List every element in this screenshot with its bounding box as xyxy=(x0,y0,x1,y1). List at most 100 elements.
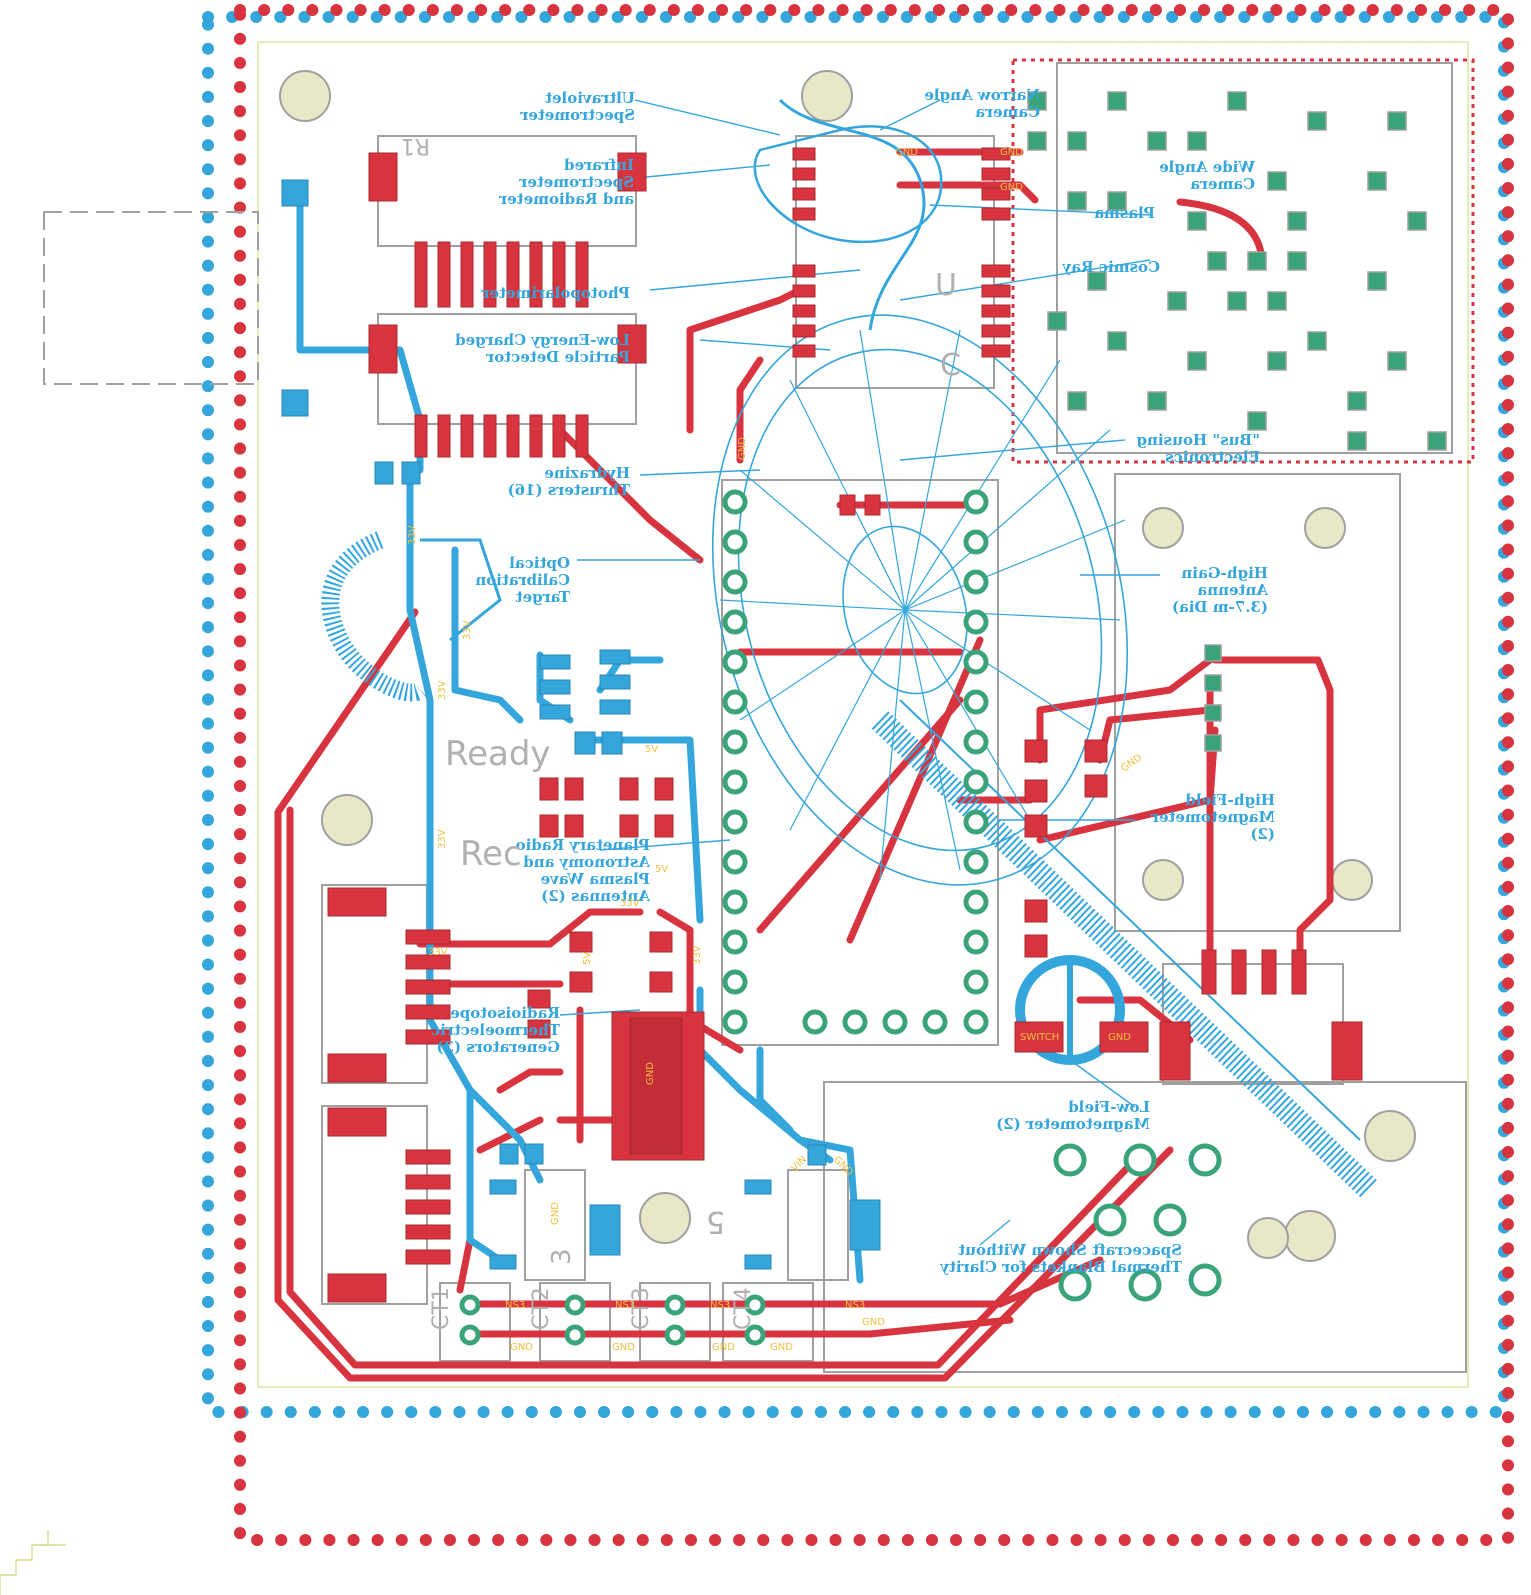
smd-pad xyxy=(405,1004,451,1020)
smd-pad xyxy=(327,1273,387,1303)
net-gnd: GND xyxy=(612,1342,635,1353)
header-pin xyxy=(1123,1143,1157,1177)
smd-pad xyxy=(792,324,816,338)
camera-pad xyxy=(1204,704,1222,722)
smd-pad xyxy=(649,931,673,953)
silk-label-line: Cosmic Ray xyxy=(1061,258,1160,276)
net-5v: 5V xyxy=(655,864,668,875)
silk-label-line: Optical xyxy=(509,554,570,572)
smd-pad xyxy=(483,414,497,458)
refdes-ct1: CT1 xyxy=(429,1287,454,1330)
smd-pad xyxy=(405,929,451,945)
camera-pad xyxy=(1107,331,1127,351)
smd-pad xyxy=(374,461,394,485)
camera-pad xyxy=(1067,191,1087,211)
smd-pad xyxy=(405,1174,451,1190)
net-ns3: NS3 xyxy=(710,1300,730,1311)
label-cosmic-ray: Cosmic Ray xyxy=(1061,258,1160,276)
net-33v: 33V xyxy=(620,898,640,909)
net-gnd: GND xyxy=(1000,147,1023,158)
smd-pad xyxy=(529,241,543,308)
net-gnd: GND xyxy=(1108,1032,1131,1043)
smd-pad xyxy=(981,187,1011,201)
net-ns3: NS3 xyxy=(505,1300,525,1311)
smd-pad xyxy=(401,461,421,485)
silk-label-line: Photopolarimeter xyxy=(480,284,630,302)
net-gnd: GND xyxy=(712,1342,735,1353)
smd-pad xyxy=(981,284,1011,298)
silk-label-line: Infrared xyxy=(564,156,634,174)
smd-pad xyxy=(539,654,571,670)
camera-pad xyxy=(1387,351,1407,371)
net-vin: VIN xyxy=(789,1154,809,1174)
camera-pad xyxy=(1147,391,1167,411)
smd-pad xyxy=(744,1179,772,1195)
smd-pad xyxy=(527,989,551,1009)
smd-pad xyxy=(1024,814,1048,838)
header-pin xyxy=(459,1294,481,1316)
smd-pad xyxy=(617,152,647,192)
header-pins xyxy=(459,489,1222,1346)
boom xyxy=(778,98,926,331)
smd-pad xyxy=(981,147,1011,161)
refdes-rec: Rec xyxy=(460,834,522,874)
smd-pad xyxy=(792,304,816,318)
silk-label-line: Camera xyxy=(1190,175,1255,193)
silk-label-line: Wide Angle xyxy=(1159,158,1256,176)
smd-pad xyxy=(619,814,639,838)
antenna-ribs xyxy=(719,329,1126,881)
header-pin xyxy=(842,1009,868,1035)
camera-pad xyxy=(1387,111,1407,131)
camera-pad xyxy=(1407,211,1427,231)
smd-pad xyxy=(405,1149,451,1165)
silk-label-line: Antennas (2) xyxy=(541,887,651,905)
mount-hole xyxy=(801,70,853,122)
smd-pad xyxy=(281,179,309,207)
header-pin xyxy=(722,649,748,675)
silk-label-line: Thrusters (16) xyxy=(508,481,630,499)
net-33v: 33V xyxy=(437,680,448,700)
refdes-u: U xyxy=(935,268,957,303)
net-gnd: GND xyxy=(550,1202,561,1225)
smd-pad xyxy=(529,414,543,458)
camera-pad xyxy=(1307,331,1327,351)
header-pin xyxy=(722,689,748,715)
smd-pad xyxy=(552,414,566,458)
smd-pad xyxy=(414,241,428,308)
net-gnd: GND xyxy=(770,1342,793,1353)
smd-pad xyxy=(552,241,566,308)
smd-pad xyxy=(524,1143,544,1165)
bottom-keepout xyxy=(202,11,1510,1418)
header-pin xyxy=(722,929,748,955)
smd-pad xyxy=(792,344,816,358)
header-pin xyxy=(722,1009,748,1035)
camera-pad xyxy=(1187,211,1207,231)
header-pin xyxy=(1188,1263,1222,1297)
camera-pad xyxy=(1367,271,1387,291)
header-pin xyxy=(722,769,748,795)
mount-hole xyxy=(1284,1210,1336,1262)
mounting-holes xyxy=(279,70,1416,1262)
net-ns3: NS3 xyxy=(615,1300,635,1311)
refdes-r1: R1 xyxy=(401,133,430,158)
smd-pad xyxy=(599,649,631,665)
smd-pad xyxy=(744,1254,772,1270)
smd-pad xyxy=(839,494,856,516)
smd-pad xyxy=(1084,739,1108,763)
top-smd-pads xyxy=(327,147,1363,1303)
net-33v: 33V xyxy=(462,620,473,640)
header-pin xyxy=(722,849,748,875)
smd-pad xyxy=(864,494,881,516)
header-pin xyxy=(744,1324,766,1346)
mount-hole xyxy=(1364,1110,1416,1162)
smd-pad xyxy=(1024,934,1048,958)
silk-label-line: Particle Detector xyxy=(485,348,630,366)
smd-pad xyxy=(564,777,584,801)
header-pin xyxy=(722,969,748,995)
smd-pad xyxy=(460,414,474,458)
net-gnd: GND xyxy=(895,147,918,158)
smd-pad xyxy=(792,284,816,298)
header-pin xyxy=(722,889,748,915)
ic-center-pad xyxy=(629,1017,683,1155)
